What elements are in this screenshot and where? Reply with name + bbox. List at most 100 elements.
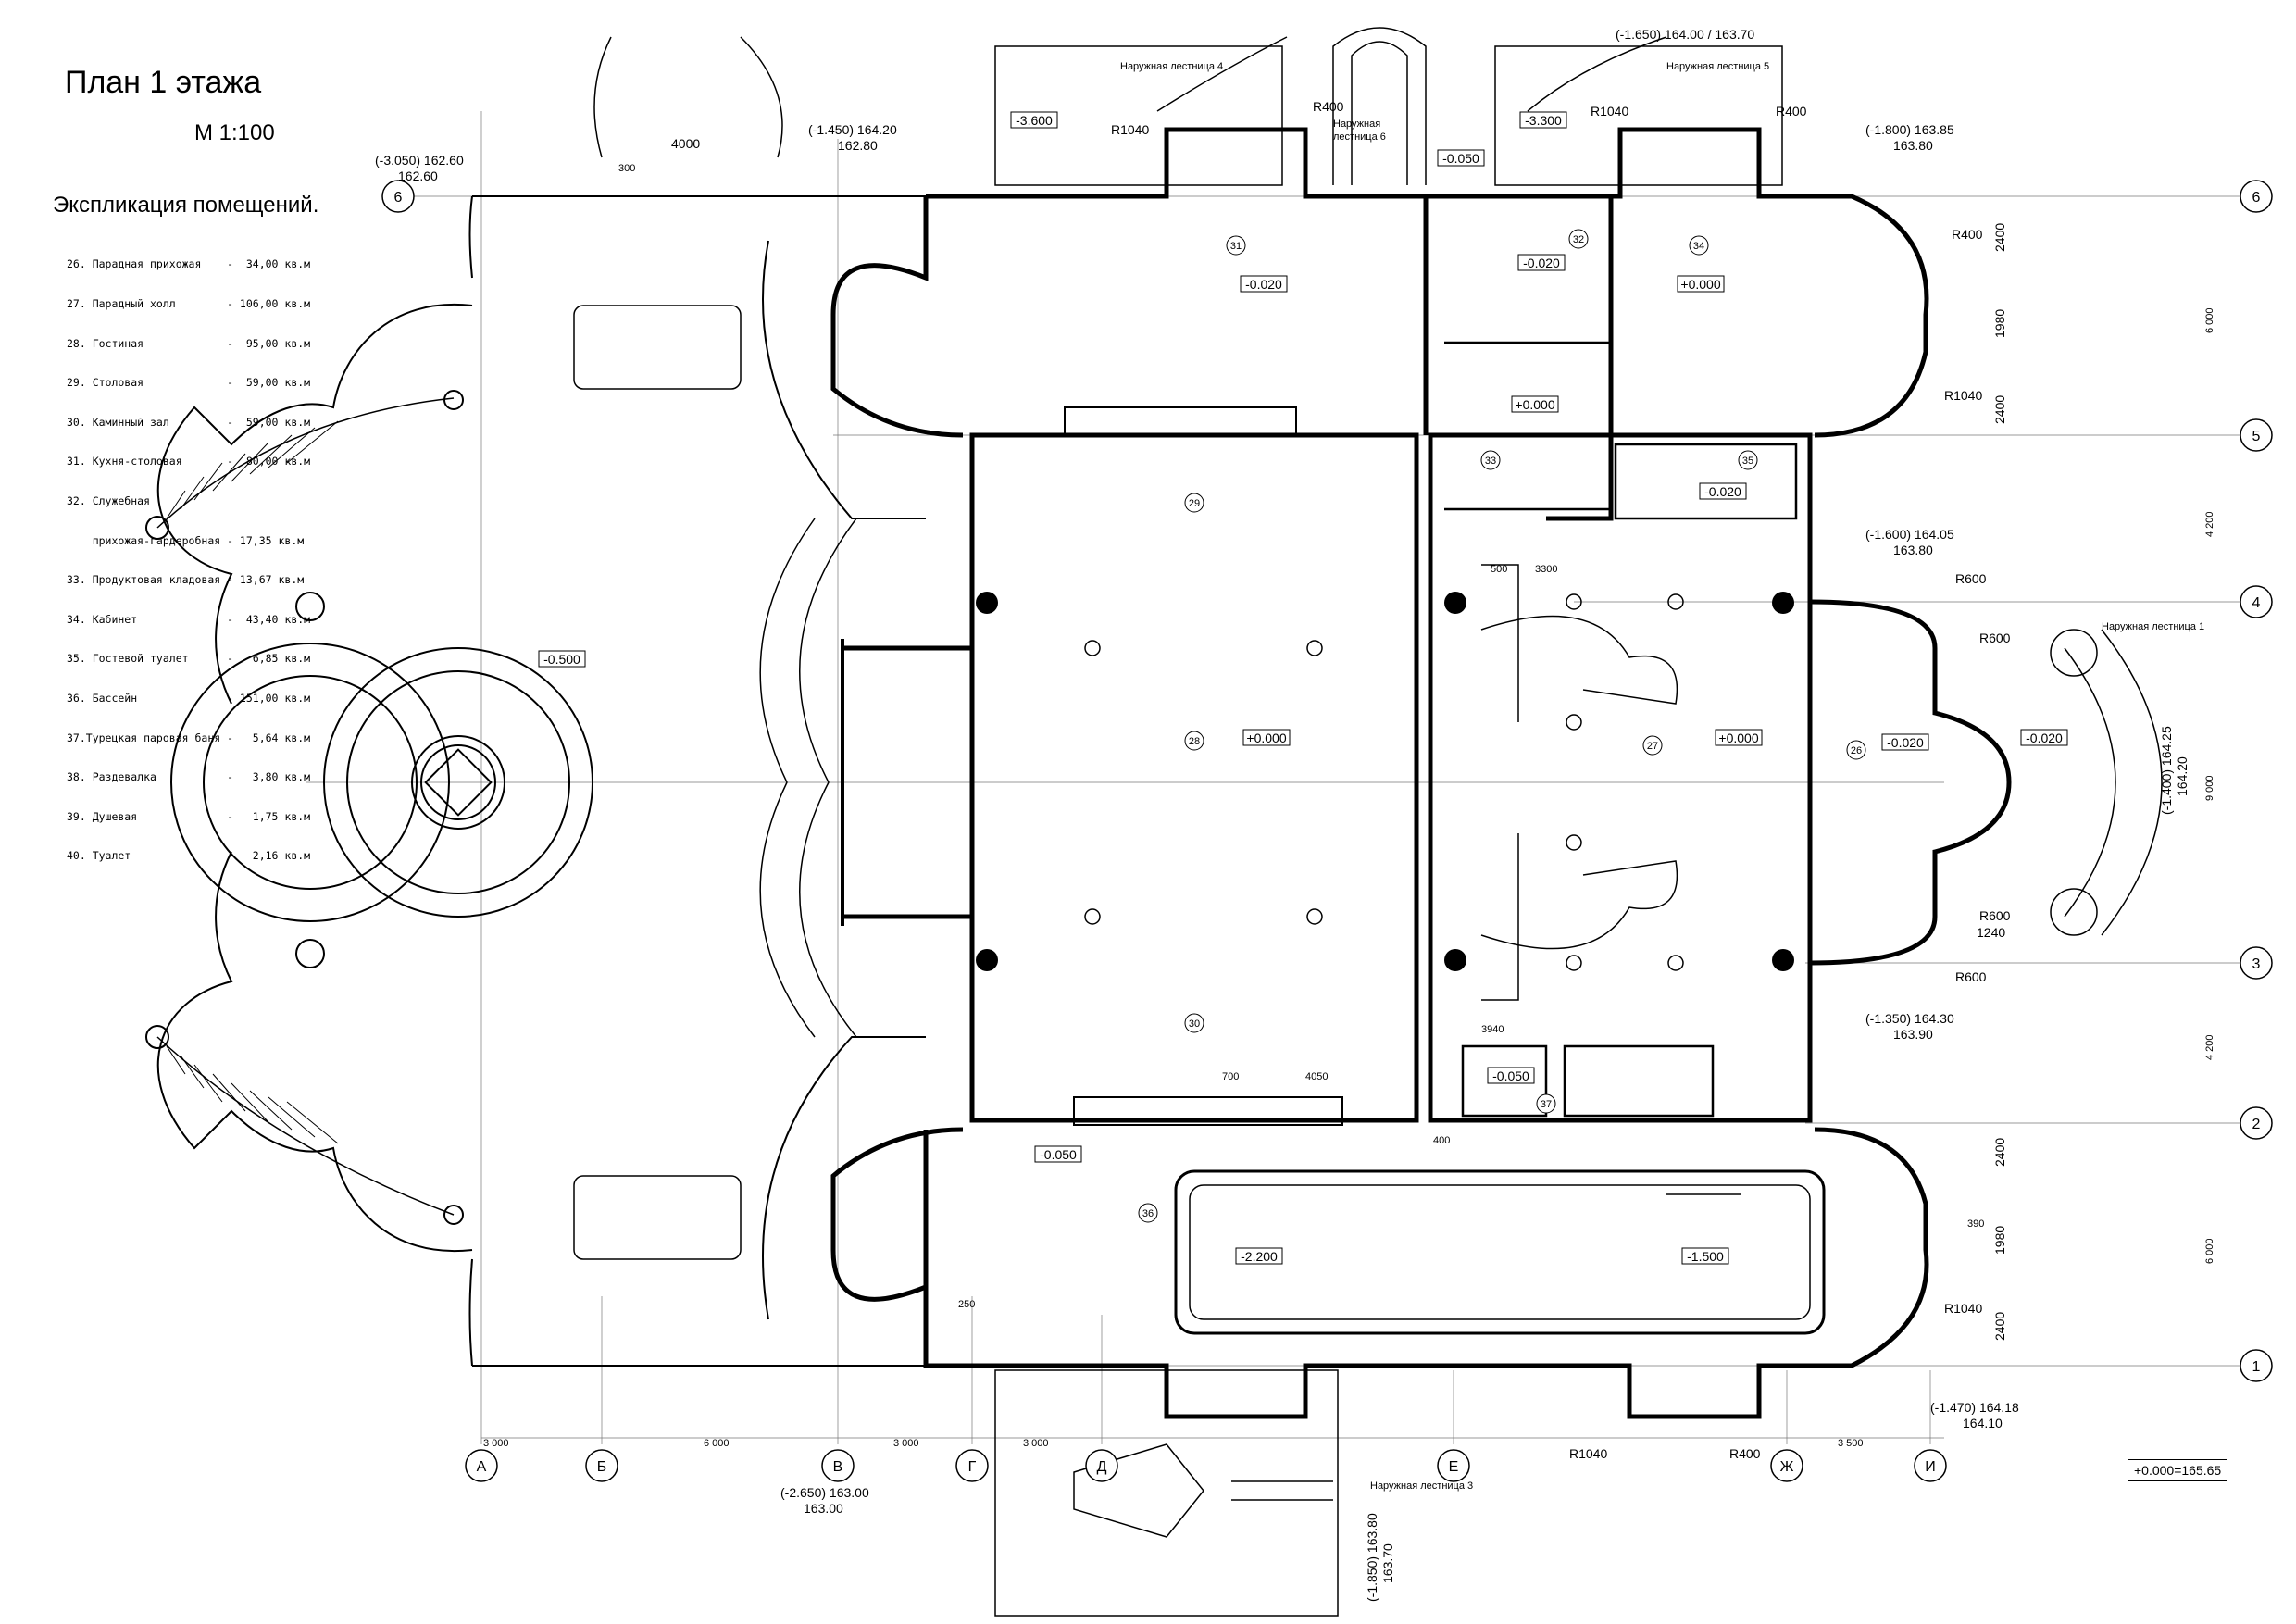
axis-label: А [477, 1459, 487, 1475]
stair-label: лестница 6 [1333, 131, 1386, 143]
dimension-label: 2400 [1992, 223, 2007, 252]
explication-item: 38. Раздевалка - 3,80 кв.м [67, 770, 311, 784]
dimension-label: 390 [1967, 1218, 1984, 1230]
small-rooms [1444, 341, 1798, 1118]
radius-label: R600 [1955, 571, 1987, 586]
level-mark: +0.000 [1718, 731, 1758, 745]
dimension-label: 700 [1222, 1071, 1239, 1082]
level-mark: -0.020 [2026, 731, 2063, 745]
dimension-label: 4000 [671, 136, 700, 151]
dimension-label: 1980 [1992, 309, 2007, 338]
explication-item: прихожая-гардеробная - 17,35 кв.м [67, 533, 305, 547]
radius-label: R1040 [1591, 104, 1628, 119]
radius-label: R1040 [1569, 1446, 1607, 1461]
room-number-circles [1138, 229, 1866, 1223]
dimension-label: 3 000 [483, 1438, 509, 1449]
axis-label: 4 [2252, 595, 2261, 611]
stair-1 [2050, 629, 2163, 936]
level-mark: -2.200 [1241, 1249, 1278, 1264]
explication-item: 28. Гостиная - 95,00 кв.м [67, 336, 311, 350]
grid-lines [306, 111, 2240, 1444]
room-number: 37 [1541, 1099, 1552, 1110]
left-spiral-stairs [156, 397, 455, 1216]
level-mark: +0.000 [1515, 397, 1554, 412]
explication-item: 31. Кухня-столовая - 80,00 кв.м [67, 455, 311, 468]
axis-label: Д [1097, 1459, 1107, 1475]
axis-label: 6 [394, 190, 403, 206]
piers [976, 592, 1794, 971]
dimension-label: 2400 [1992, 1312, 2007, 1341]
dimension-label: 3 500 [1838, 1438, 1864, 1449]
elevation-mark: 163.80 [1893, 138, 1933, 153]
radius-label: R1040 [1111, 122, 1149, 137]
explication-item: 39. Душевая - 1,75 кв.м [67, 809, 311, 823]
axis-label: Е [1449, 1459, 1459, 1475]
room-number: 33 [1485, 456, 1496, 467]
level-boxes [538, 111, 2068, 1265]
level-mark: -0.020 [1245, 277, 1282, 292]
axis-bubbles [381, 180, 2273, 1482]
dimension-label: 3300 [1535, 564, 1557, 575]
dimension-label: 4050 [1305, 1071, 1328, 1082]
elevation-mark: (-1.850) 163.80 [1365, 1513, 1379, 1602]
dimension-label: 1980 [1992, 1226, 2007, 1255]
level-mark: +0.000 [1246, 731, 1286, 745]
dimension-label: 6 000 [2204, 1238, 2215, 1264]
room-number: 31 [1230, 241, 1242, 252]
dimension-label: 4 200 [2204, 1034, 2215, 1060]
stair-label: Наружная лестница 1 [2102, 621, 2204, 632]
stair-3 [994, 1369, 1339, 1617]
level-mark: -3.600 [1016, 113, 1053, 128]
dimension-label: 4 200 [2204, 511, 2215, 537]
pool [1174, 1169, 1826, 1335]
explication-title: Экспликация помещений. [53, 193, 319, 218]
level-mark: -0.050 [1040, 1147, 1077, 1162]
room-number: 30 [1189, 1018, 1200, 1030]
top-stairs [994, 27, 1783, 186]
counters [1064, 406, 1343, 1126]
room-number: 27 [1647, 741, 1658, 752]
elevation-mark: (-2.650) 163.00 [780, 1485, 869, 1500]
axis-label: И [1925, 1459, 1936, 1475]
scale-label: М 1:100 [194, 120, 275, 145]
elevation-mark: (-1.470) 164.18 [1930, 1400, 2019, 1415]
elevation-mark: 162.80 [838, 138, 878, 153]
dimension-label: 6 000 [2204, 307, 2215, 333]
level-mark: -1.500 [1687, 1249, 1724, 1264]
page-title: План 1 этажа [65, 65, 262, 100]
stair-label: Наружная [1333, 119, 1380, 130]
elevation-mark: (-1.350) 164.30 [1866, 1011, 1954, 1026]
elevation-mark: 164.10 [1963, 1416, 2003, 1430]
radius-label: R1040 [1944, 1301, 1982, 1316]
radius-label: R600 [1979, 631, 2011, 645]
radius-label: R600 [1955, 969, 1987, 984]
columns [1084, 593, 1684, 971]
room-number: 32 [1573, 234, 1584, 245]
elevation-mark: 162.60 [398, 169, 438, 183]
axis-label: Ж [1780, 1459, 1794, 1475]
room-number: 36 [1142, 1208, 1154, 1219]
room-number: 29 [1189, 498, 1200, 509]
level-mark: -0.050 [1492, 1068, 1529, 1083]
axis-label: 6 [2252, 190, 2261, 206]
elevation-mark: (-1.600) 164.05 [1866, 527, 1954, 542]
explication-item: 29. Столовая - 59,00 кв.м [67, 376, 311, 390]
dimension-label: 2400 [1992, 395, 2007, 424]
level-mark: -0.020 [1523, 256, 1560, 270]
stair-label: Наружная лестница 3 [1370, 1480, 1473, 1492]
dimension-label: 300 [618, 163, 635, 174]
explication-item: 32. Служебная [67, 493, 151, 507]
building-walls [830, 127, 2012, 1419]
left-lobes [145, 303, 593, 1253]
axis-label: 2 [2252, 1117, 2261, 1132]
dimension-label: 9 000 [2204, 775, 2215, 801]
axis-label: 3 [2252, 956, 2261, 972]
dimension-label: 6 000 [704, 1438, 730, 1449]
elevation-mark: (-1.800) 163.85 [1866, 122, 1954, 137]
dimension-label: 3940 [1481, 1024, 1504, 1035]
radius-label: R1040 [1944, 388, 1982, 403]
top-path [573, 36, 783, 1260]
explication-item: 27. Парадный холл - 106,00 кв.м [67, 297, 311, 310]
level-mark: -3.300 [1525, 113, 1562, 128]
dimension-label: 1240 [1977, 925, 2005, 940]
